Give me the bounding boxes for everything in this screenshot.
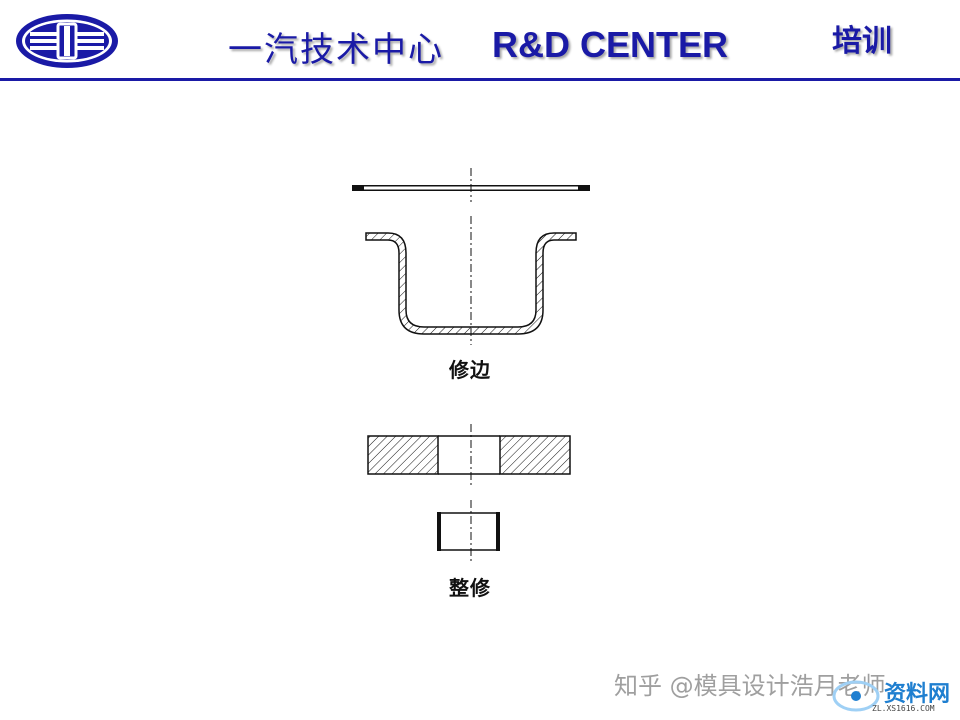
section-label: 培训 [832, 24, 892, 59]
site-badge-logo [832, 680, 880, 712]
slide-header: 一汽技术中心 R&D CENTER 培训 [0, 0, 960, 81]
page-title-english: R&D CENTER [492, 24, 729, 65]
finished-sleeve [437, 512, 500, 551]
caption-finishing: 整修 [449, 576, 491, 600]
header-divider [0, 78, 960, 81]
drawn-cup [365, 232, 577, 335]
page-title: 一汽技术中心 [228, 30, 444, 70]
faw-logo [16, 14, 118, 68]
site-badge-name: 资料网 [884, 682, 951, 707]
caption-trimming: 修边 [449, 358, 491, 382]
site-badge-url: ZL.XS1616.COM [872, 704, 935, 713]
die-block [367, 435, 571, 475]
